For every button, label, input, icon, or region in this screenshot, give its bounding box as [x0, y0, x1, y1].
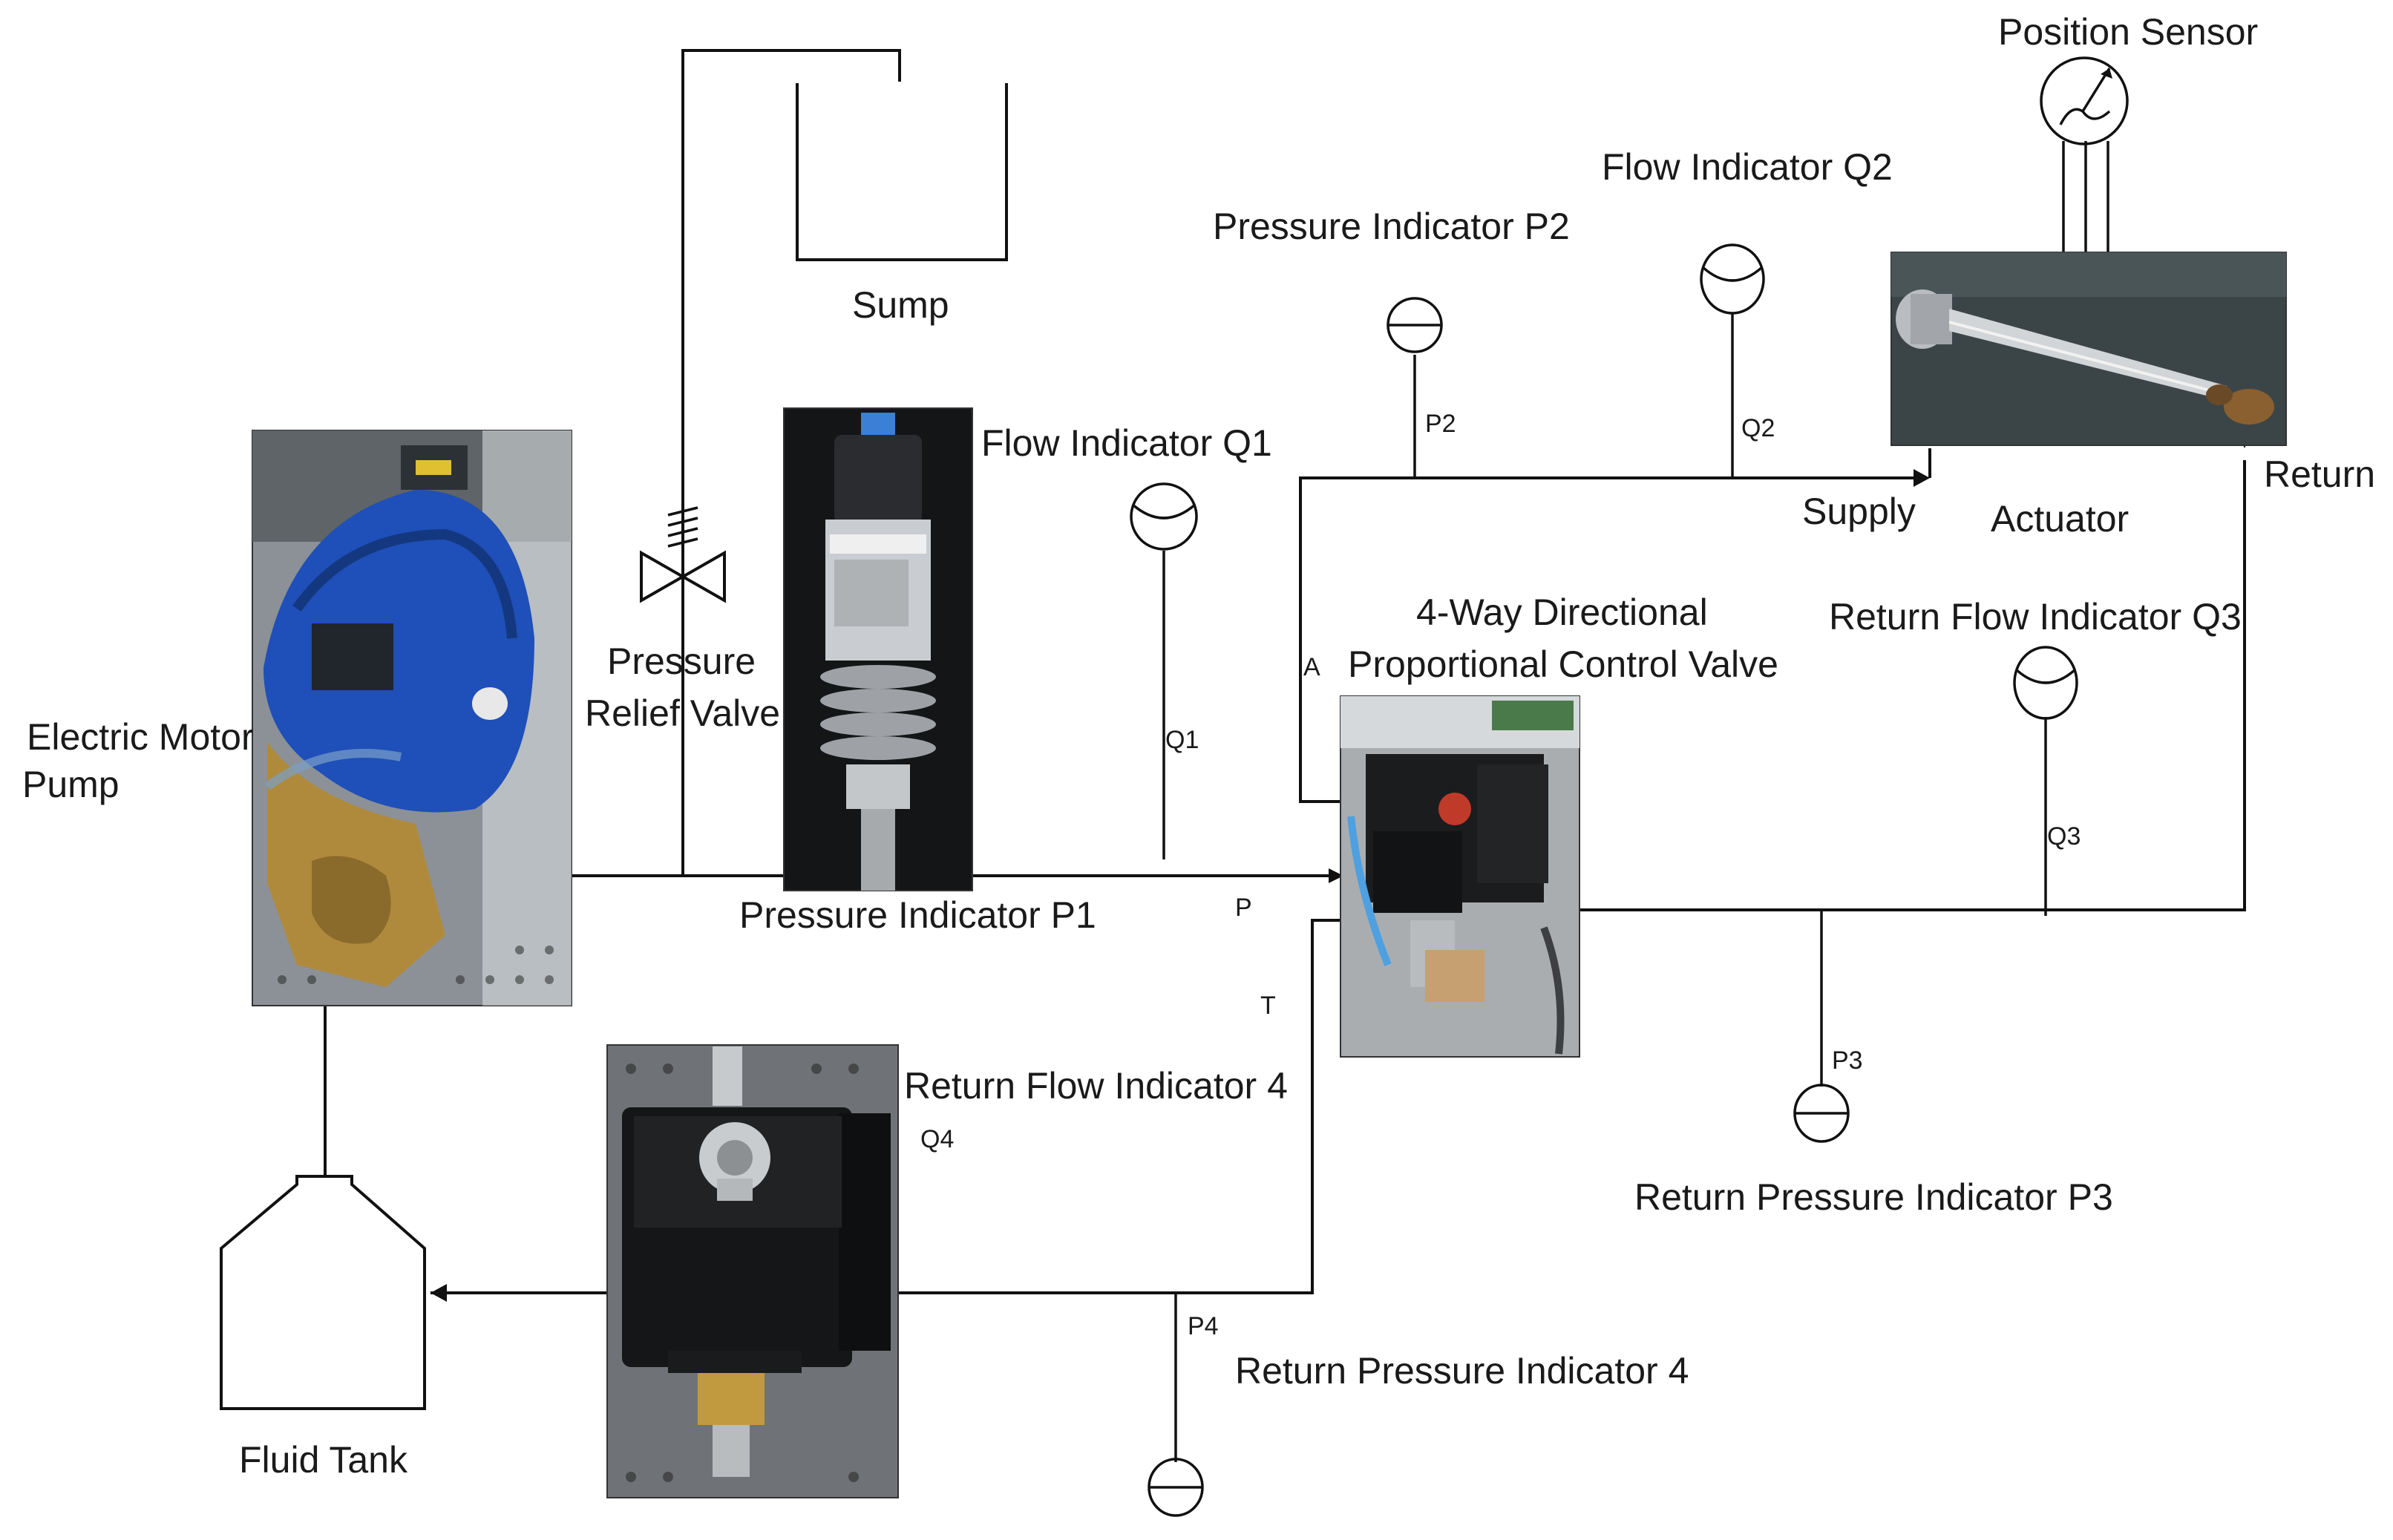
- flow-indicator-q3: [2013, 646, 2078, 720]
- flow-indicator-q2: [1700, 243, 1765, 315]
- pressure-indicator-p2: [1387, 297, 1443, 353]
- sump-vessel: [796, 83, 1008, 261]
- label-return: Return: [2264, 453, 2375, 495]
- supply-line: [1299, 476, 1927, 803]
- label-sump: Sump: [852, 284, 949, 326]
- actuator-photo: [1890, 252, 2287, 446]
- tag-q4: Q4: [920, 1125, 954, 1153]
- fluid-tank-vessel: [220, 1175, 426, 1410]
- tag-p2: P2: [1425, 410, 1456, 438]
- tag-p4: P4: [1188, 1312, 1219, 1340]
- directional-valve-photo: [1340, 695, 1580, 1058]
- label-actuator: Actuator: [1991, 498, 2129, 540]
- label-relief-line2: Relief Valve: [585, 692, 780, 734]
- label-motor-line1: Electric Motor: [27, 716, 254, 758]
- tag-q1: Q1: [1165, 726, 1199, 754]
- label-return-flow-q3: Return Flow Indicator Q3: [1829, 596, 2242, 638]
- tag-p3: P3: [1832, 1046, 1863, 1075]
- pump-photo: [252, 430, 572, 1006]
- label-valve-line2: Proportional Control Valve: [1348, 643, 1778, 685]
- piping: [324, 49, 2246, 1462]
- label-return-pressure-4: Return Pressure Indicator 4: [1235, 1350, 1689, 1392]
- label-position-sensor: Position Sensor: [1998, 11, 2258, 53]
- labels: Position Sensor Flow Indicator Q2 Pressu…: [22, 11, 2375, 1481]
- tag-q3: Q3: [2047, 822, 2081, 851]
- port-t: T: [1260, 992, 1276, 1020]
- arrow-into-tank: [431, 1284, 447, 1302]
- label-pressure-p1: Pressure Indicator P1: [739, 894, 1096, 936]
- pressure-indicator-p4: [1148, 1458, 1204, 1517]
- label-pressure-p2: Pressure Indicator P2: [1213, 206, 1570, 247]
- label-supply: Supply: [1802, 491, 1916, 532]
- position-sensor-symbol: [2040, 56, 2129, 252]
- pressure-transducer-photo: [783, 407, 973, 891]
- arrow-into-p-port: [1329, 868, 1343, 883]
- label-motor-line2: Pump: [22, 764, 120, 805]
- label-flow-q2: Flow Indicator Q2: [1602, 146, 1893, 188]
- label-fluid-tank: Fluid Tank: [239, 1439, 408, 1481]
- relief-line-to-sump: [681, 49, 901, 876]
- port-a: A: [1303, 653, 1320, 681]
- label-return-pressure-p3: Return Pressure Indicator P3: [1634, 1176, 2113, 1218]
- label-flow-q1: Flow Indicator Q1: [981, 422, 1272, 464]
- flow-indicator-q1: [1130, 482, 1198, 551]
- label-relief-line1: Pressure: [607, 640, 756, 682]
- port-p: P: [1235, 894, 1252, 922]
- solenoid-valve-photo: [606, 1044, 899, 1498]
- pressure-indicator-p3: [1793, 1084, 1850, 1143]
- label-return-flow-4: Return Flow Indicator 4: [904, 1065, 1288, 1107]
- relief-valve-symbol: [640, 506, 726, 603]
- label-valve-line1: 4-Way Directional: [1416, 592, 1708, 633]
- arrow-into-supply: [1914, 469, 1930, 487]
- tag-q2: Q2: [1741, 414, 1775, 442]
- return-line: [1574, 460, 2246, 911]
